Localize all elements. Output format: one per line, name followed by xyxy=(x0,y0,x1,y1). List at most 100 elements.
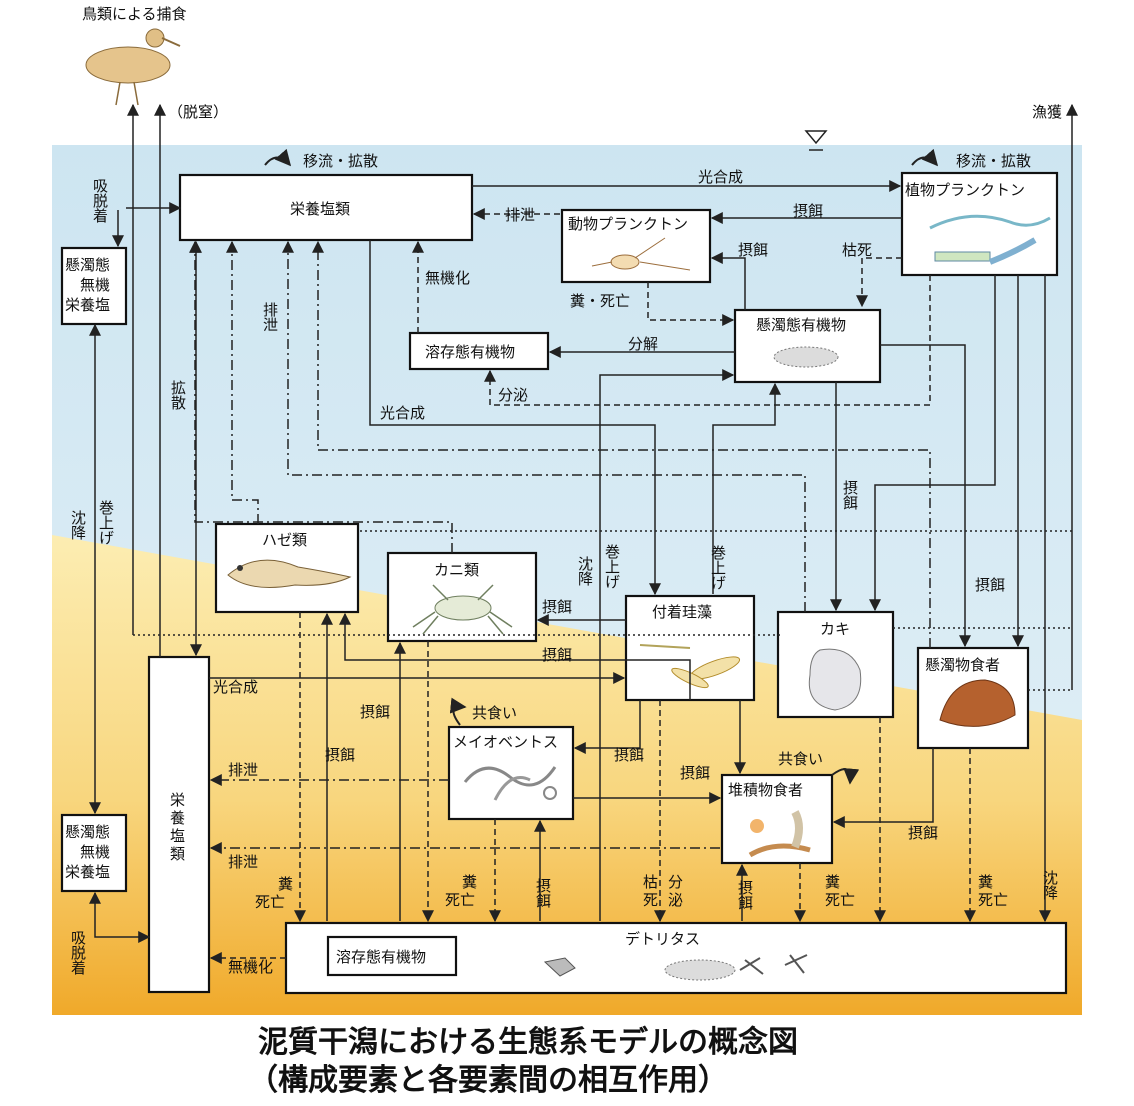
nutrients-sediment-char4: 類 xyxy=(170,845,185,863)
inorganic-sed-label: 無機化 xyxy=(228,958,273,976)
settle-far-label: 沈降 xyxy=(1041,870,1059,900)
settle-mid-label: 沈降 xyxy=(576,556,594,586)
nutrients-water-box xyxy=(178,173,474,242)
cannibal-icon-2 xyxy=(831,767,860,785)
feeding-goby-label: 摂餌 xyxy=(542,646,572,664)
feeding-phyto-label: 摂餌 xyxy=(793,202,823,220)
excretion-vert-label: 排泄 xyxy=(261,302,279,332)
suspended-inorganic-water-label-1: 懸濁態 xyxy=(65,256,110,274)
feeding-oyster-label: 摂餌 xyxy=(841,480,859,510)
feeding-left1-label: 摂餌 xyxy=(360,703,390,721)
resuspend-left-label: 巻上げ xyxy=(97,500,115,545)
feeding-deposit2-label: 摂餌 xyxy=(908,824,938,842)
resuspend-right-label: 巻上げ xyxy=(709,545,727,590)
phytoplankton-label: 植物プランクトン xyxy=(905,181,1025,199)
suspended-particles-icon xyxy=(773,346,839,368)
secretion-label: 分泌 xyxy=(498,386,528,404)
zooplankton-label: 動物プランクトン xyxy=(568,215,688,233)
advection-icon-left xyxy=(264,148,292,167)
excretion-sed2-label: 排泄 xyxy=(228,853,258,871)
dissolved-organic-sediment-label: 溶存態有機物 xyxy=(336,948,426,966)
photosynthesis-mid-label: 光合成 xyxy=(380,404,425,422)
suspended-organic-label: 懸濁態有機物 xyxy=(756,316,846,334)
nutrients-sediment-char3: 塩 xyxy=(170,827,185,845)
feces-b-label: 糞 xyxy=(462,873,477,891)
feeding-deposit-label: 摂餌 xyxy=(680,764,710,782)
adsorb-top-label: 吸脱着 xyxy=(91,178,109,223)
cannibal-icon-1 xyxy=(449,697,467,726)
clam-icon xyxy=(939,679,1016,727)
cannibal2-label: 共食い xyxy=(778,750,823,768)
advection-icon-right xyxy=(911,148,939,167)
phytoplankton-icon xyxy=(929,214,1051,265)
feces-d-label: 糞 xyxy=(978,873,993,891)
feeding-crab-label: 摂餌 xyxy=(542,598,572,616)
death-c-label: 死亡 xyxy=(825,891,855,909)
goby-label: ハゼ類 xyxy=(262,531,307,549)
feces-c-label: 糞 xyxy=(825,873,840,891)
diagram-title: 泥質干潟における生態系モデルの概念図 xyxy=(258,1025,798,1060)
suspended-organic-box xyxy=(733,308,882,384)
nutrients-sediment-char2: 養 xyxy=(170,809,185,827)
photosynthesis-sed-label: 光合成 xyxy=(213,678,258,696)
oyster-label: カキ xyxy=(820,620,850,638)
nutrients-sediment-box xyxy=(147,655,211,994)
crab-label: カニ類 xyxy=(434,561,479,579)
nutrients-sediment-char1: 栄 xyxy=(170,791,185,809)
excretion-sed1-label: 排泄 xyxy=(228,761,258,779)
wither2-label: 枯 xyxy=(643,873,658,891)
secrete3-label: 泌 xyxy=(668,891,683,909)
suspended-inorganic-sediment-label-3: 栄養塩 xyxy=(65,863,110,881)
feeding-meio-label: 摂餌 xyxy=(614,746,644,764)
feces-a-label: 糞 xyxy=(278,875,293,893)
meiobenthos-label: メイオベントス xyxy=(453,733,558,751)
dissolved-organic-sediment-box xyxy=(326,935,458,977)
excretion-top-label: 排泄 xyxy=(505,206,535,224)
death-b-label: 死亡 xyxy=(445,891,475,909)
suspended-inorganic-water-label-3: 栄養塩 xyxy=(65,296,110,314)
advection-left-label: 移流・拡散 xyxy=(303,152,378,170)
deposit-feeder-label: 堆積物食者 xyxy=(728,781,803,799)
goby-icon xyxy=(227,559,352,588)
suspension-feeder-label: 懸濁物食者 xyxy=(925,656,1000,674)
crab-icon xyxy=(412,584,513,635)
feeding-left2-label: 摂餌 xyxy=(325,746,355,764)
death-d-label: 死亡 xyxy=(978,891,1008,909)
oyster-icon xyxy=(808,648,862,711)
secrete2-label: 分 xyxy=(668,873,683,891)
diagram-subtitle: （構成要素と各要素間の相互作用） xyxy=(248,1063,728,1098)
worm-icon xyxy=(463,766,557,801)
settle-left-label: 沈降 xyxy=(69,510,87,540)
inorganic-label: 無機化 xyxy=(425,269,470,287)
feeding-deposit-bottom-label: 摂餌 xyxy=(736,880,754,910)
detritus-particles-icon xyxy=(543,954,808,981)
wither-label: 枯死 xyxy=(842,241,872,259)
nutrients-water-label: 栄養塩類 xyxy=(290,200,350,218)
diatom-label: 付着珪藻 xyxy=(652,603,712,621)
goby-box xyxy=(214,522,360,614)
adsorb-bottom-label: 吸脱着 xyxy=(69,930,87,975)
fishing-label: 漁獲 xyxy=(1032,103,1062,121)
photosynthesis-top-label: 光合成 xyxy=(698,168,743,186)
advection-right-label: 移流・拡散 xyxy=(956,152,1031,170)
denitrification-label: （脱窒） xyxy=(168,103,228,121)
detritus-label: デトリタス xyxy=(625,930,700,948)
suspended-inorganic-water-label-2: 無機 xyxy=(80,276,110,294)
bird-icon xyxy=(85,28,181,106)
suspended-inorganic-sediment-label-2: 無機 xyxy=(80,843,110,861)
deposit-worm-icon xyxy=(748,810,811,858)
water-level-icon xyxy=(804,130,828,145)
diffusion-label: 拡散 xyxy=(169,380,187,410)
feeding-right-label: 摂餌 xyxy=(975,576,1005,594)
dissolved-organic-water-label: 溶存態有機物 xyxy=(425,343,515,361)
bird-predation-label: 鳥類による捕食 xyxy=(82,5,187,23)
cannibal1-label: 共食い xyxy=(472,704,517,722)
feeding-zoo-label: 摂餌 xyxy=(738,241,768,259)
feces-death-label: 糞・死亡 xyxy=(570,292,630,310)
feeding-meio-bottom-label: 摂餌 xyxy=(534,878,552,908)
decompose-label: 分解 xyxy=(628,335,658,353)
death-a-label: 死亡 xyxy=(255,893,285,911)
zooplankton-icon xyxy=(591,237,691,271)
